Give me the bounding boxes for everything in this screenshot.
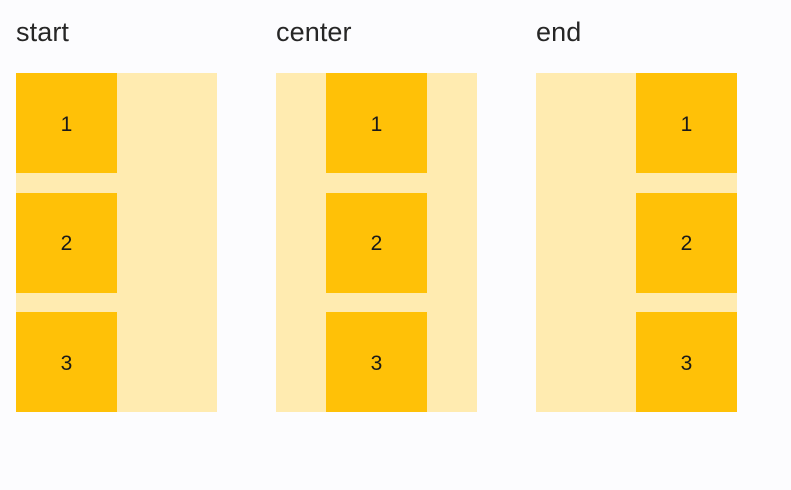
flex-item-label: 1 [370,112,383,136]
flex-item-label: 1 [60,112,73,136]
flex-item-label: 3 [60,351,73,375]
flex-item-label: 2 [370,232,383,255]
flex-container-end: 1 2 3 [536,73,737,412]
flex-item-label: 3 [370,351,383,375]
flex-container-center: 1 2 3 [276,73,477,412]
flex-item-label: 2 [680,232,693,255]
flex-item: 1 [16,73,117,173]
flex-item: 1 [636,73,737,173]
flex-item: 2 [636,192,737,293]
flex-container-start: 1 2 3 [16,73,217,412]
demo-heading-end: end [536,17,582,47]
flex-item: 1 [326,73,427,173]
flex-item: 2 [326,192,427,293]
flex-item: 3 [16,312,117,412]
flex-item-label: 1 [680,112,693,136]
flex-item-label: 3 [680,351,693,375]
demo-heading-start: start [16,17,70,47]
flex-item-label: 2 [60,232,73,255]
flex-item: 3 [636,312,737,412]
demo-heading-center: center [276,17,352,47]
flex-item: 2 [16,192,117,293]
flex-item: 3 [326,312,427,412]
